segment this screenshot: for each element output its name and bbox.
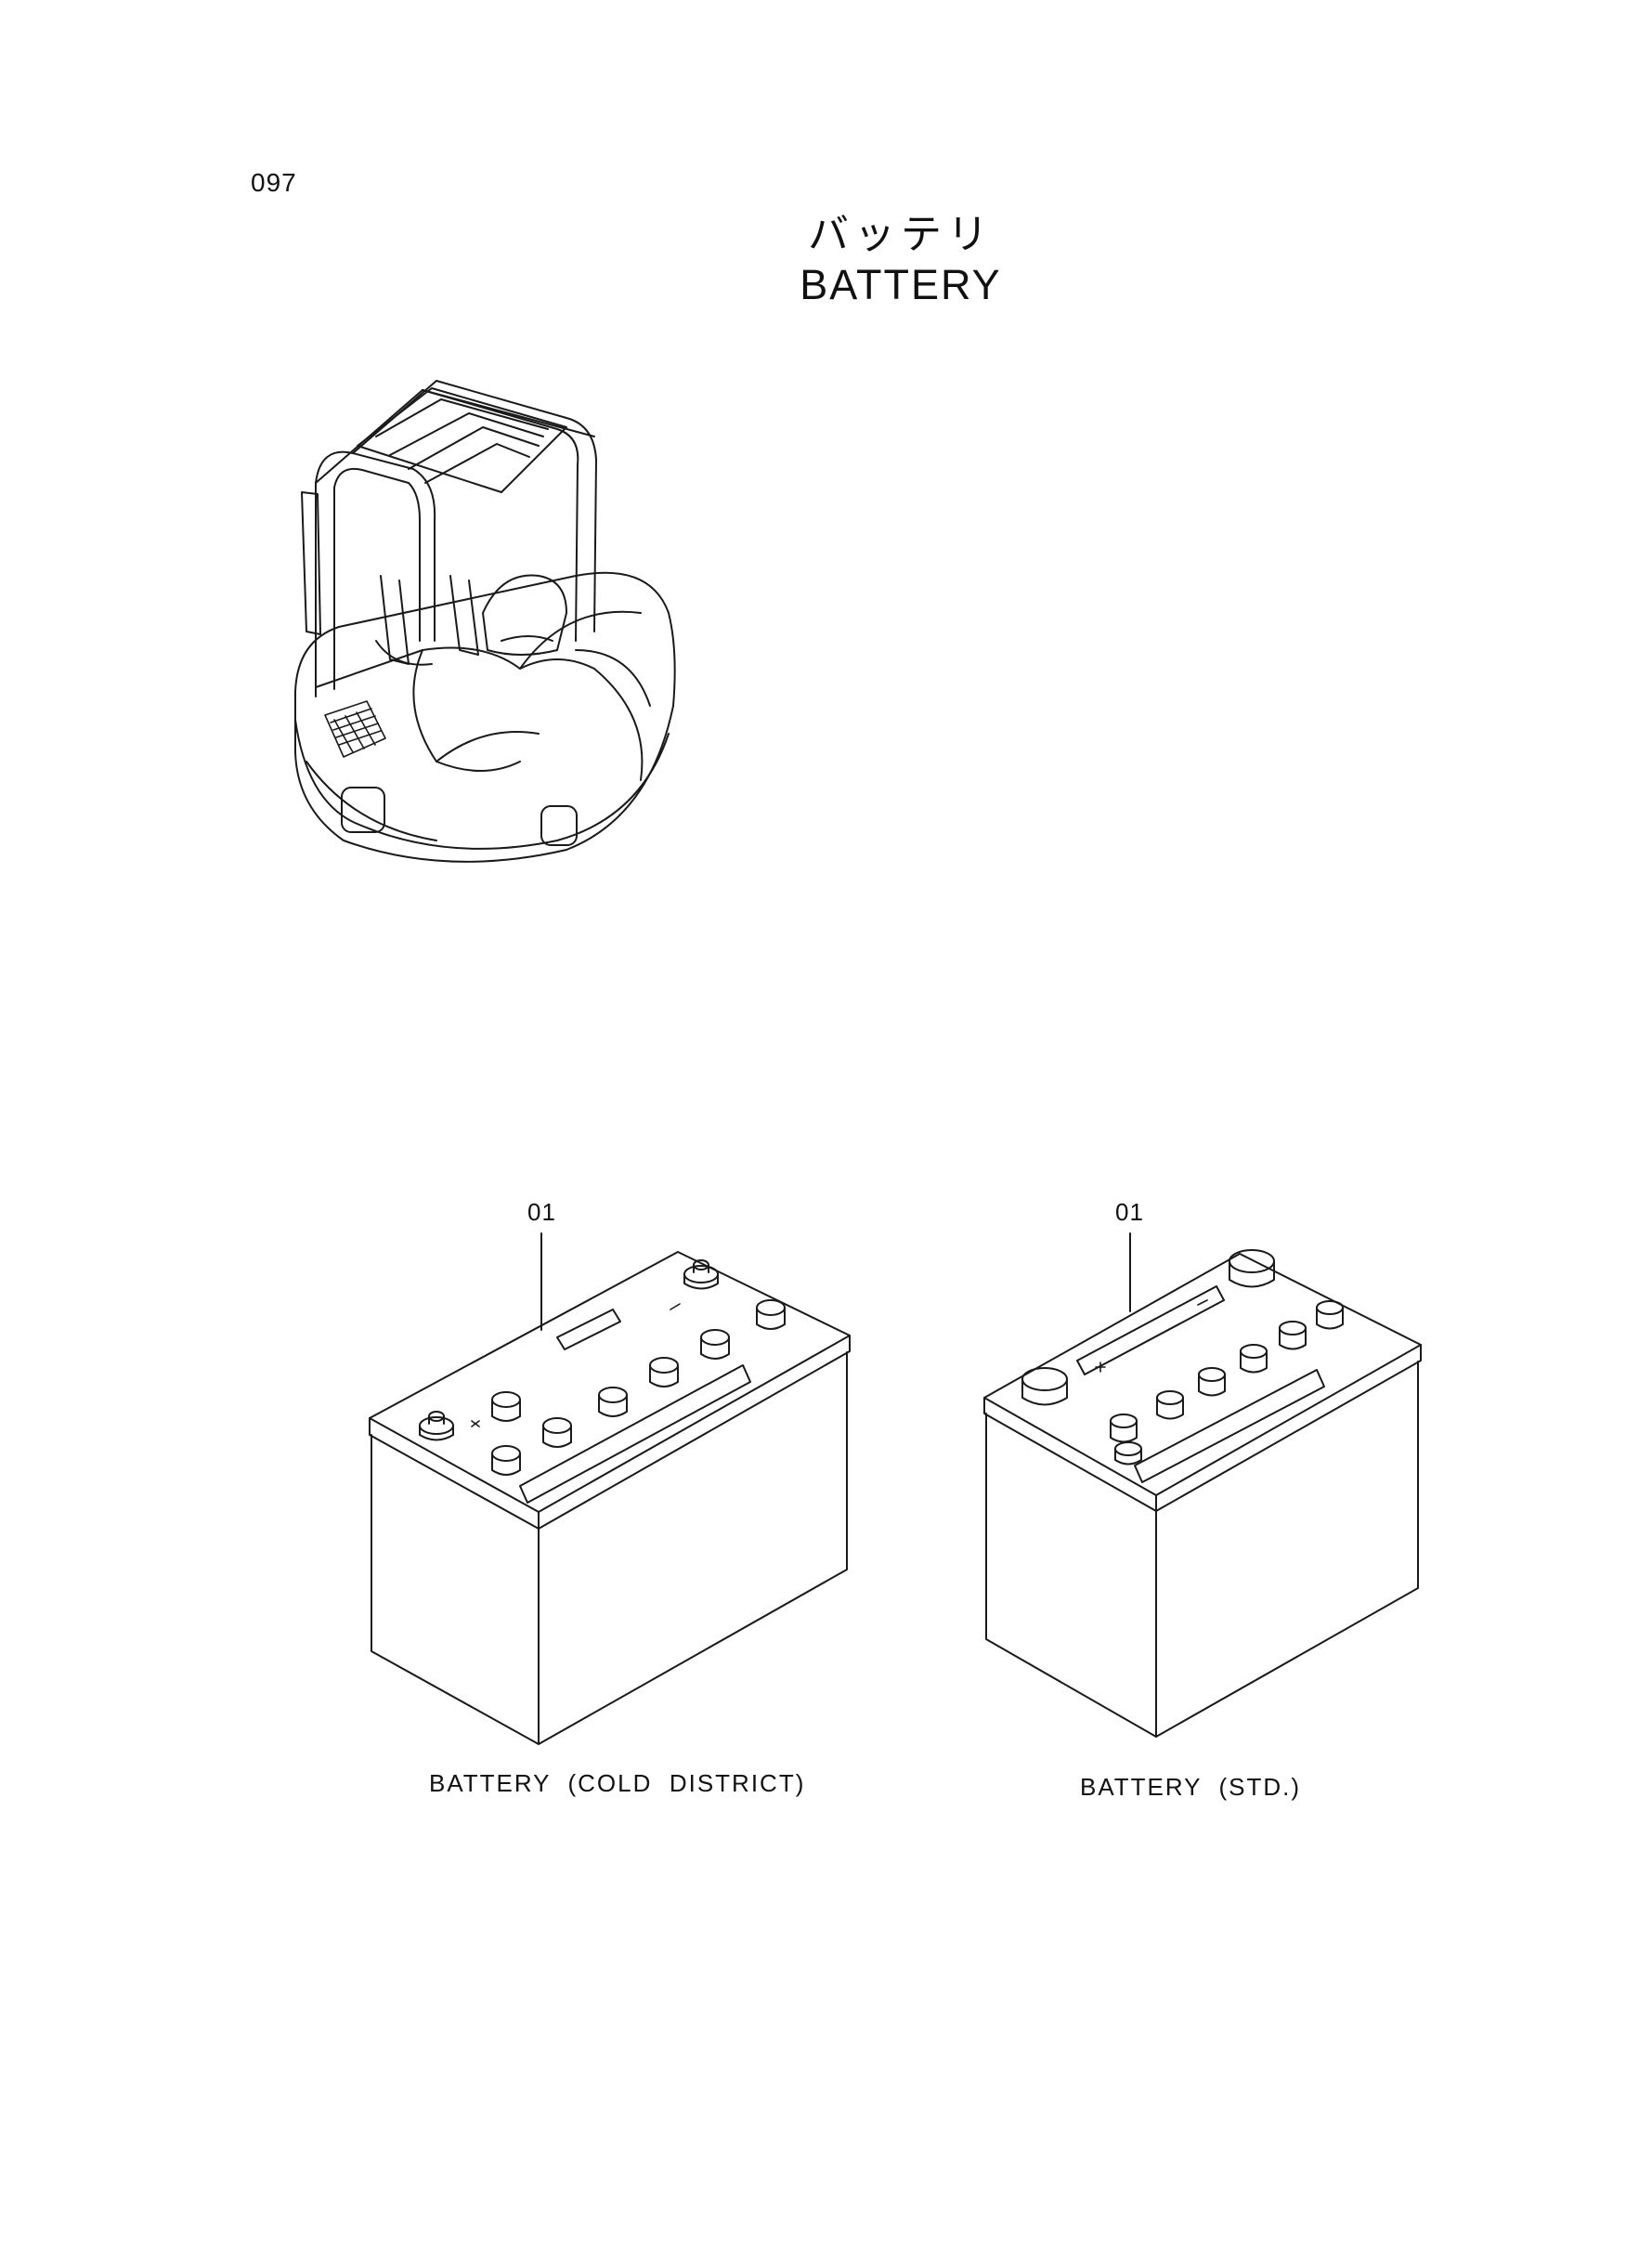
part-callout-01-std: 01	[1115, 1198, 1144, 1226]
caption-battery-std: BATTERY (STD.)	[1080, 1773, 1302, 1801]
page-title-japanese: バッテリ	[808, 211, 994, 258]
machine-overview-illustration	[294, 380, 676, 863]
battery-terminals	[1021, 1249, 1275, 1406]
page-title-english: BATTERY	[800, 261, 1002, 308]
page-number: 097	[251, 168, 297, 197]
part-callout-01-cold: 01	[527, 1198, 556, 1226]
battery-terminals	[419, 1259, 719, 1441]
title-block: バッテリ BATTERY	[706, 209, 1096, 309]
battery-std-illustration	[983, 1232, 1422, 1738]
cell-caps	[491, 1299, 786, 1476]
battery-cold-district-illustration	[369, 1232, 851, 1745]
cell-caps	[1110, 1300, 1344, 1466]
caption-battery-cold-district: BATTERY (COLD DISTRICT)	[429, 1769, 806, 1797]
battery-location-marker	[324, 700, 386, 758]
